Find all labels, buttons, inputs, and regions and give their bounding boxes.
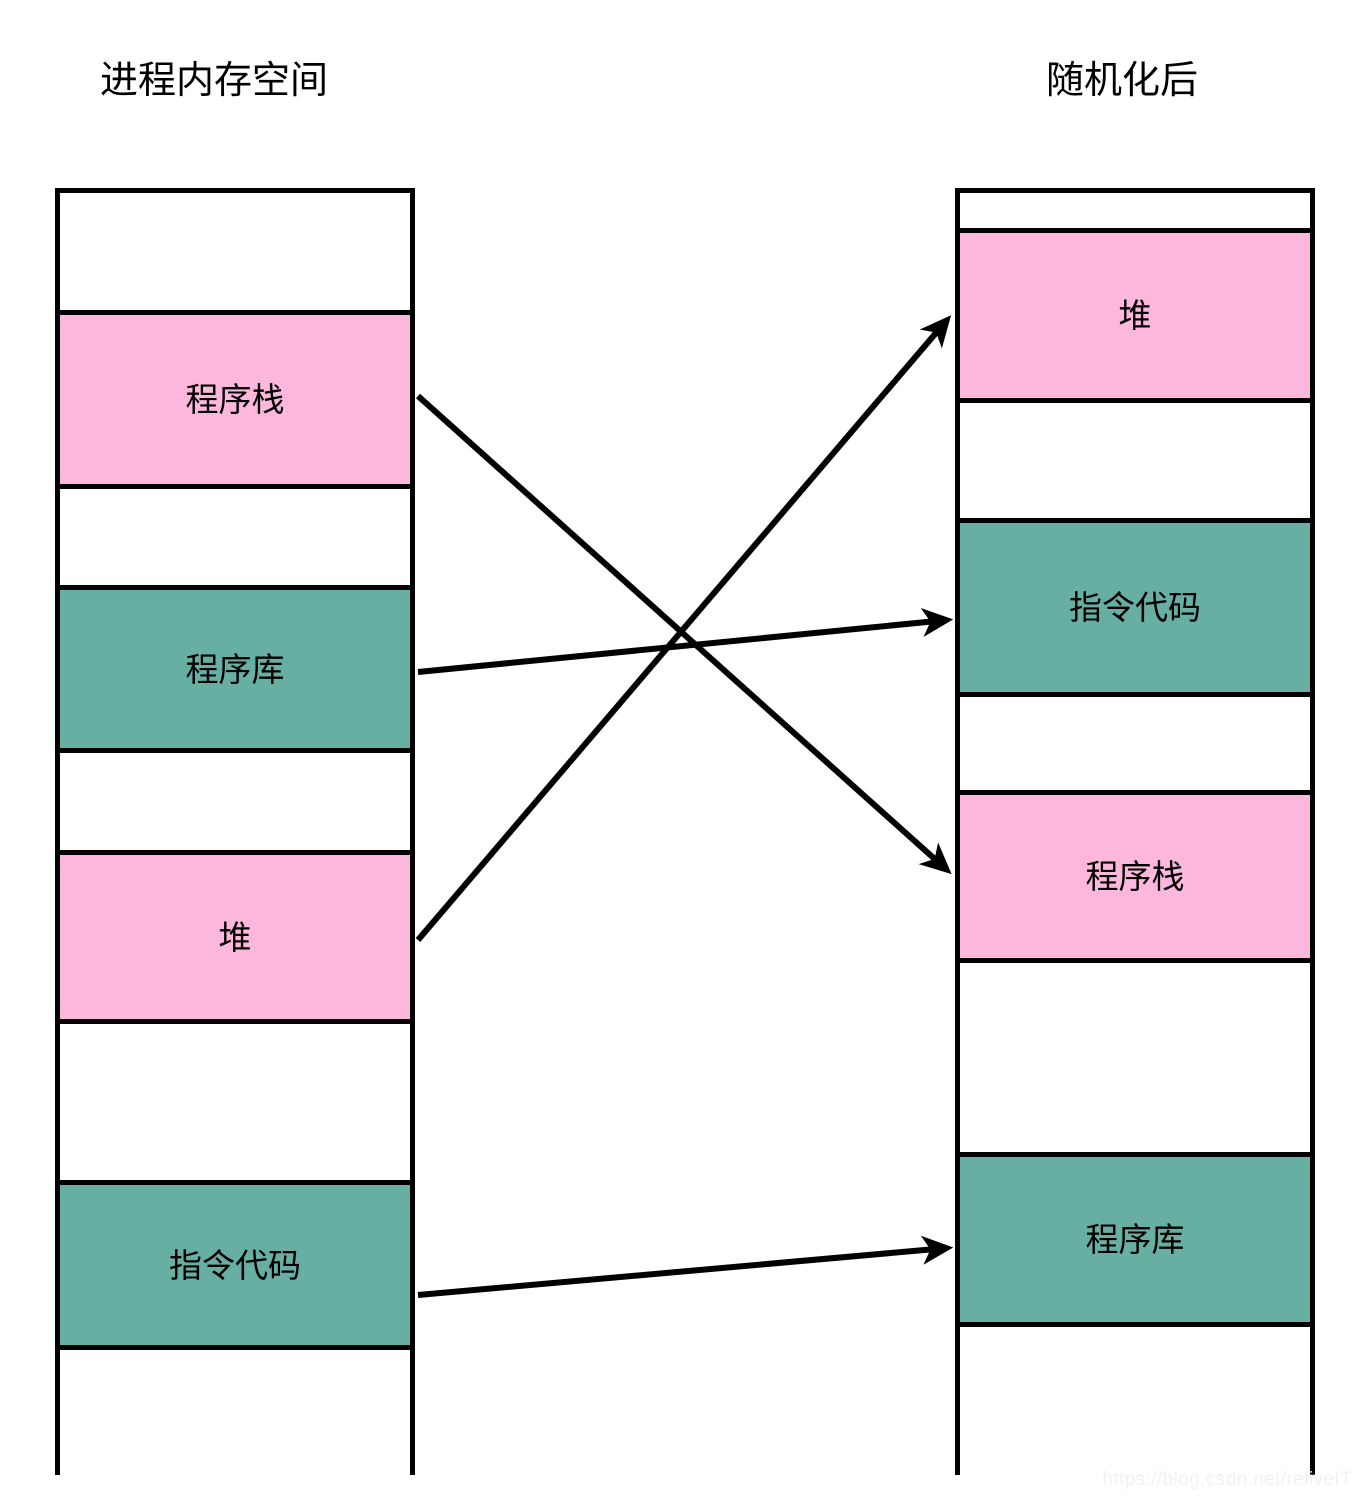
left-block-empty-6 [60, 1019, 410, 1180]
watermark-text: https://blog.csdn.net/reliveIT [1102, 1469, 1352, 1490]
left-block-label: 指令代码 [169, 1246, 301, 1284]
left-column-title: 进程内存空间 [100, 60, 329, 102]
left-block-library-3: 程序库 [60, 585, 410, 748]
right-block-label: 指令代码 [1069, 589, 1201, 626]
right-block-empty-6 [960, 958, 1310, 1152]
right-block-label: 堆 [1118, 297, 1152, 334]
left-block-empty-8 [60, 1345, 410, 1475]
right-block-empty-0 [960, 193, 1310, 228]
right-block-empty-4 [960, 692, 1310, 790]
left-block-empty-0 [60, 193, 410, 310]
arrow-stack [415, 393, 952, 875]
right-block-heap-1: 堆 [960, 228, 1310, 398]
arrow-code [417, 1235, 954, 1298]
left-block-stack-1: 程序栈 [60, 310, 410, 484]
right-block-empty-8 [960, 1322, 1310, 1475]
right-block-label: 程序库 [1085, 1221, 1185, 1258]
right-block-code-3: 指令代码 [960, 518, 1310, 692]
right-block-library-7: 程序库 [960, 1152, 1310, 1322]
left-block-label: 程序栈 [185, 381, 285, 418]
arrow-heap [415, 315, 952, 942]
right-block-empty-2 [960, 398, 1310, 518]
left-block-label: 堆 [218, 918, 252, 956]
randomized-memory-column: 堆指令代码程序栈程序库 [955, 188, 1315, 1475]
left-block-label: 程序库 [185, 650, 285, 688]
right-column-title: 随机化后 [1046, 60, 1199, 102]
left-block-empty-2 [60, 484, 410, 585]
right-block-stack-5: 程序栈 [960, 790, 1310, 958]
right-block-label: 程序栈 [1085, 858, 1185, 895]
process-memory-column: 程序栈程序库堆指令代码 [55, 188, 415, 1475]
left-block-heap-5: 堆 [60, 850, 410, 1019]
left-block-code-7: 指令代码 [60, 1180, 410, 1345]
arrow-library [417, 607, 954, 675]
left-block-empty-4 [60, 748, 410, 850]
